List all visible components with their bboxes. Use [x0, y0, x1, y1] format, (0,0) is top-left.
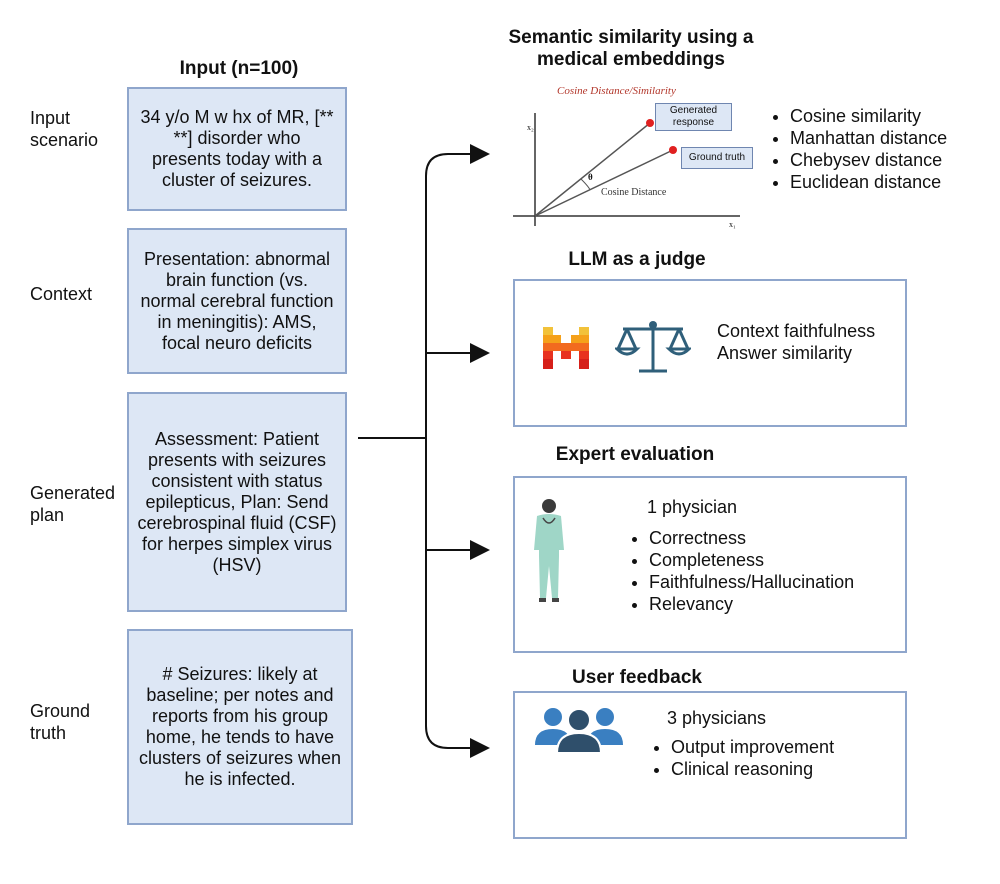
users-group-icon [535, 708, 623, 753]
input-scenario-box: 34 y/o M w hx of MR, [** **] disorder wh… [127, 87, 347, 211]
input-scenario-text: 34 y/o M w hx of MR, [** **] disorder wh… [140, 107, 334, 190]
expert-criterion: Correctness [649, 527, 854, 549]
metric-item: Euclidean distance [790, 171, 947, 193]
angle-label: θ [588, 172, 593, 182]
expert-count: 1 physician [647, 497, 738, 517]
metric-item: Cosine similarity [790, 105, 947, 127]
semantic-title: Semantic similarity using a medical embe… [508, 27, 754, 70]
feedback-count: 3 physicians [667, 708, 767, 728]
generated-response-label: Generated response [655, 103, 732, 131]
mistral-logo-icon [543, 327, 589, 369]
generated-plan-box: Assessment: Patient presents with seizur… [127, 392, 347, 612]
llm-item-answer-similarity: Answer similarity [717, 343, 853, 363]
llm-item-context-faithfulness: Context faithfulness [717, 321, 876, 341]
y-axis-label: x₂ [527, 123, 534, 132]
graph-title: Cosine Distance/Similarity [557, 85, 676, 97]
llm-title: LLM as a judge [568, 249, 706, 270]
row-label-ground-truth: Ground truth [30, 701, 91, 743]
metric-item: Chebysev distance [790, 149, 947, 171]
feedback-items-list: Output improvement Clinical reasoning [651, 736, 834, 780]
balance-scale-icon [615, 321, 691, 373]
expert-criterion: Faithfulness/Hallucination [649, 571, 854, 593]
x-axis-label: x₁ [729, 220, 736, 229]
ground-truth-text: # Seizures: likely at baseline; per note… [138, 664, 342, 789]
feedback-item: Output improvement [671, 736, 834, 758]
connector-arrows [358, 144, 490, 758]
row-label-context: Context [30, 284, 93, 304]
input-header: Input (n=100) [179, 58, 299, 79]
cosine-distance-label: Cosine Distance [601, 187, 667, 198]
ground-truth-label: Ground truth [681, 147, 753, 169]
physician-icon [534, 499, 564, 602]
feedback-title: User feedback [572, 667, 702, 688]
row-label-generated-plan: Generated plan [30, 483, 116, 525]
expert-title: Expert evaluation [555, 444, 715, 465]
metric-item: Manhattan distance [790, 127, 947, 149]
llm-box: Context faithfulness Answer similarity [513, 279, 907, 427]
cosine-graph-axes [513, 113, 740, 226]
semantic-metrics-list: Cosine similarity Manhattan distance Che… [770, 105, 947, 193]
expert-criterion: Relevancy [649, 593, 854, 615]
feedback-item: Clinical reasoning [671, 758, 834, 780]
ground-truth-box: # Seizures: likely at baseline; per note… [127, 629, 353, 825]
row-label-input-scenario: Input scenario [30, 108, 99, 150]
cosine-graph: Cosine Distance/Similarity x₂ x₁ θ Cosin… [505, 83, 753, 233]
context-text: Presentation: abnormal brain function (v… [140, 248, 334, 353]
feedback-box: 3 physicians Output improvement Clinical… [513, 691, 907, 839]
expert-criterion: Completeness [649, 549, 854, 571]
expert-box: 1 physician Correctness Completeness Fai… [513, 476, 907, 653]
generated-plan-text: Assessment: Patient presents with seizur… [137, 428, 337, 575]
expert-criteria-list: Correctness Completeness Faithfulness/Ha… [629, 527, 854, 615]
context-box: Presentation: abnormal brain function (v… [127, 228, 347, 374]
